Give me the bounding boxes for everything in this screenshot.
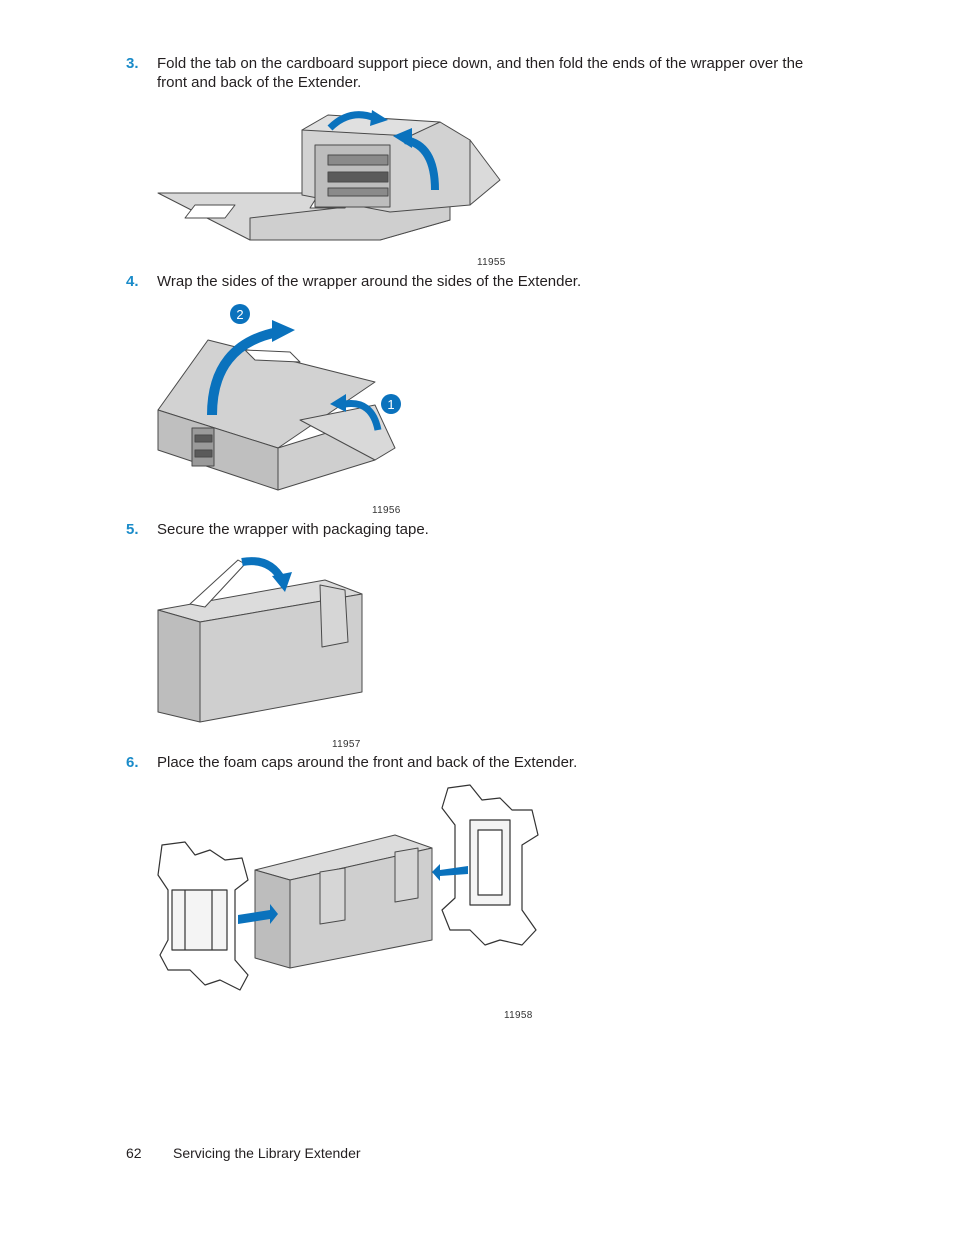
step-5: 5. Secure the wrapper with packaging tap… bbox=[126, 520, 816, 539]
step-3: 3. Fold the tab on the cardboard support… bbox=[126, 54, 816, 92]
figure-id: 11957 bbox=[332, 739, 361, 750]
figure-foam-caps-illustration bbox=[157, 784, 539, 991]
callout-1: 1 bbox=[387, 397, 394, 412]
step-text: Place the foam caps around the front and… bbox=[157, 754, 578, 771]
footer-section-title: Servicing the Library Extender bbox=[173, 1145, 361, 1161]
step-text: Wrap the sides of the wrapper around the… bbox=[157, 273, 582, 290]
step-4: 4. Wrap the sides of the wrapper around … bbox=[126, 272, 816, 291]
step-number: 6. bbox=[126, 754, 139, 771]
step-6: 6. Place the foam caps around the front … bbox=[126, 753, 816, 772]
step-text: Secure the wrapper with packaging tape. bbox=[157, 521, 429, 538]
callout-2: 2 bbox=[236, 307, 243, 322]
page-number: 62 bbox=[126, 1145, 142, 1161]
step-number: 4. bbox=[126, 273, 139, 290]
figure-wrap-sides-illustration: 2 1 bbox=[157, 304, 401, 491]
figure-id: 11956 bbox=[372, 505, 401, 516]
figure-id: 11958 bbox=[504, 1010, 533, 1021]
step-number: 3. bbox=[126, 55, 139, 72]
figure-id: 11955 bbox=[477, 257, 506, 268]
figure-fold-ends-illustration bbox=[157, 110, 501, 241]
step-number: 5. bbox=[126, 521, 139, 538]
figure-tape-illustration bbox=[157, 557, 363, 723]
step-text: Fold the tab on the cardboard support pi… bbox=[157, 55, 804, 91]
